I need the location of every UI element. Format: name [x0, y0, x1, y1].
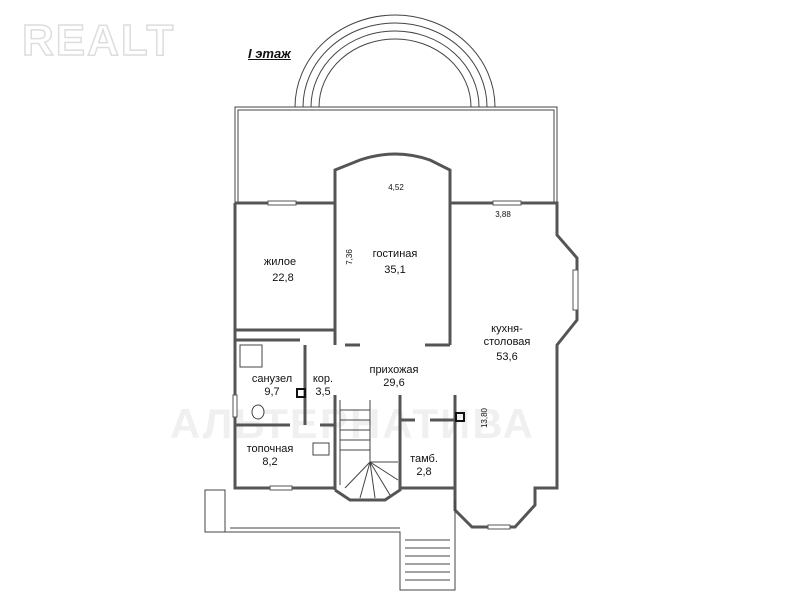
staircase [339, 400, 399, 499]
window [487, 524, 511, 530]
window [572, 269, 579, 311]
realt-logo-watermark: REALT [21, 15, 176, 66]
vent-icon [455, 412, 465, 422]
room-name: кор. [313, 373, 333, 385]
room-name: кухня- [491, 323, 523, 335]
interior-walls [235, 328, 457, 502]
bathtub-icon [239, 344, 263, 368]
window [267, 200, 297, 206]
room-name: топочная [247, 443, 294, 455]
vent-icon [296, 388, 306, 398]
room-name: жилое [264, 256, 296, 268]
boiler-icon [312, 442, 330, 456]
room-area: 9,7 [264, 386, 279, 398]
room-area: 22,8 [272, 272, 293, 284]
deck-inner-outline [237, 109, 555, 203]
room-name: столовая [484, 336, 531, 348]
room-area: 29,6 [383, 377, 404, 389]
room-name: гостиная [373, 248, 418, 260]
room-area: 8,2 [262, 456, 277, 468]
room-area: 53,6 [496, 351, 517, 363]
windows [232, 200, 579, 530]
entrance-porch [204, 489, 456, 591]
living-room-walls [333, 152, 452, 345]
window [232, 394, 238, 418]
dimension-label: 13,80 [480, 407, 489, 428]
toilet-icon [251, 404, 265, 420]
room-name: прихожая [369, 364, 418, 376]
dimension-label: 7,36 [345, 249, 354, 265]
room-area: 2,8 [416, 466, 431, 478]
terrace-arcs [294, 14, 496, 108]
room-area: 3,5 [315, 386, 330, 398]
deck-outline [234, 106, 558, 203]
window [269, 485, 293, 491]
dimension-label: 4,52 [388, 183, 404, 192]
dimension-label: 3,88 [495, 210, 511, 219]
window [492, 200, 522, 206]
agency-watermark: АЛЬТЕРНАТИВА [170, 400, 535, 447]
room-name: тамб. [410, 453, 438, 465]
room-name: санузел [252, 373, 292, 385]
room-area: 35,1 [384, 264, 405, 276]
floor-title: I этаж [248, 46, 291, 61]
